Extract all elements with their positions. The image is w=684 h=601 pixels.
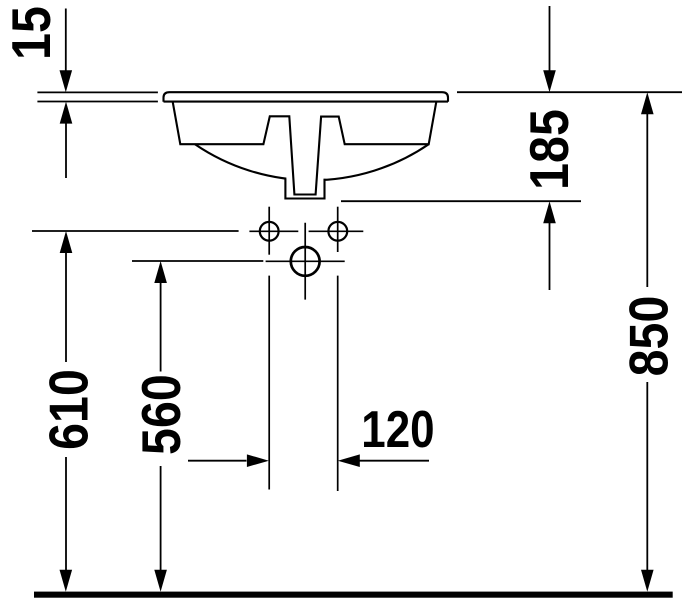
svg-text:610: 610 [38, 369, 100, 450]
svg-text:120: 120 [361, 401, 434, 459]
svg-text:850: 850 [617, 296, 679, 377]
svg-text:185: 185 [518, 109, 580, 190]
svg-text:15: 15 [0, 6, 61, 60]
svg-text:560: 560 [130, 374, 192, 455]
